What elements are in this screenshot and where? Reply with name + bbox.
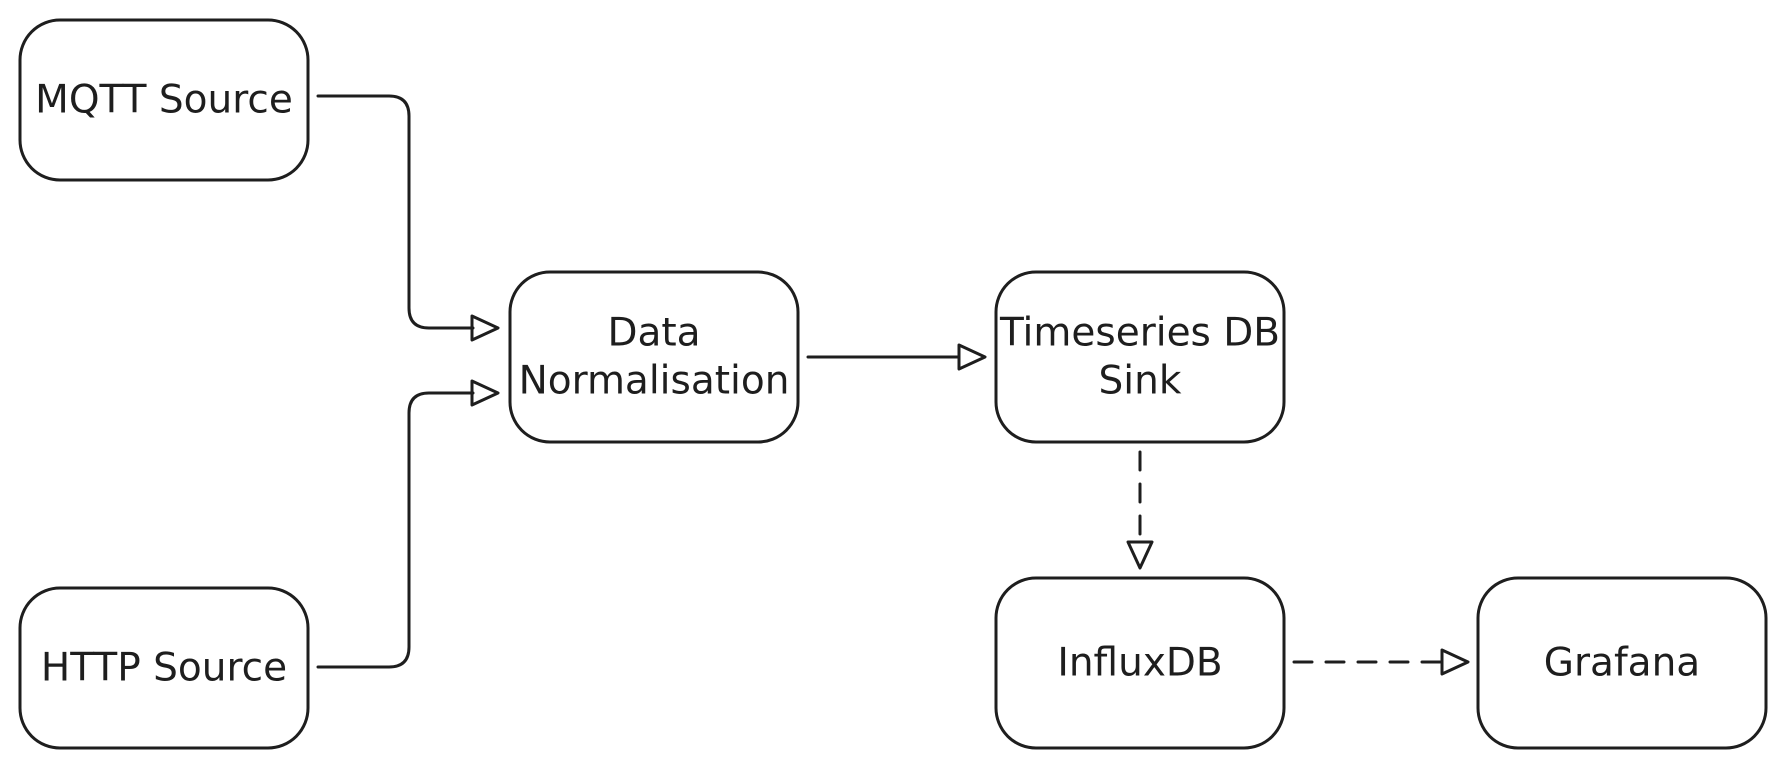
node-influx: InfluxDB	[994, 576, 1286, 750]
node-grafana: Grafana	[1476, 576, 1768, 750]
node-mqtt-box	[18, 18, 310, 182]
edges-layer	[316, 94, 1470, 676]
node-tsdb-label: Sink	[1099, 359, 1182, 404]
node-norm-box	[508, 270, 800, 444]
edge-tsdb-influx	[1126, 450, 1154, 570]
arrowhead-icon	[1126, 540, 1154, 570]
node-http-box	[18, 586, 310, 750]
node-http: HTTP Source	[18, 586, 310, 750]
node-grafana-label: Grafana	[1544, 641, 1700, 686]
node-influx-box	[994, 576, 1286, 750]
node-mqtt: MQTT Source	[18, 18, 310, 182]
edge-http-norm-line	[316, 391, 475, 669]
edge-norm-tsdb	[806, 343, 987, 371]
edge-http-norm	[316, 379, 500, 669]
node-tsdb-box	[994, 270, 1286, 444]
arrowhead-icon	[470, 379, 500, 407]
arrowhead-icon	[957, 343, 987, 371]
edge-mqtt-norm-line	[316, 94, 475, 330]
edge-mqtt-norm	[316, 94, 500, 342]
arrowhead-icon	[1440, 648, 1470, 676]
node-influx-label: InfluxDB	[1057, 641, 1222, 686]
node-http-label: HTTP Source	[41, 646, 287, 691]
node-grafana-box	[1476, 576, 1768, 750]
arrowhead-icon	[470, 314, 500, 342]
edge-influx-grafana	[1292, 648, 1470, 676]
node-norm-label: Data	[607, 311, 700, 356]
node-tsdb-label: Timeseries DB	[999, 311, 1280, 356]
node-norm-label: Normalisation	[519, 359, 790, 404]
node-mqtt-label: MQTT Source	[35, 78, 293, 123]
